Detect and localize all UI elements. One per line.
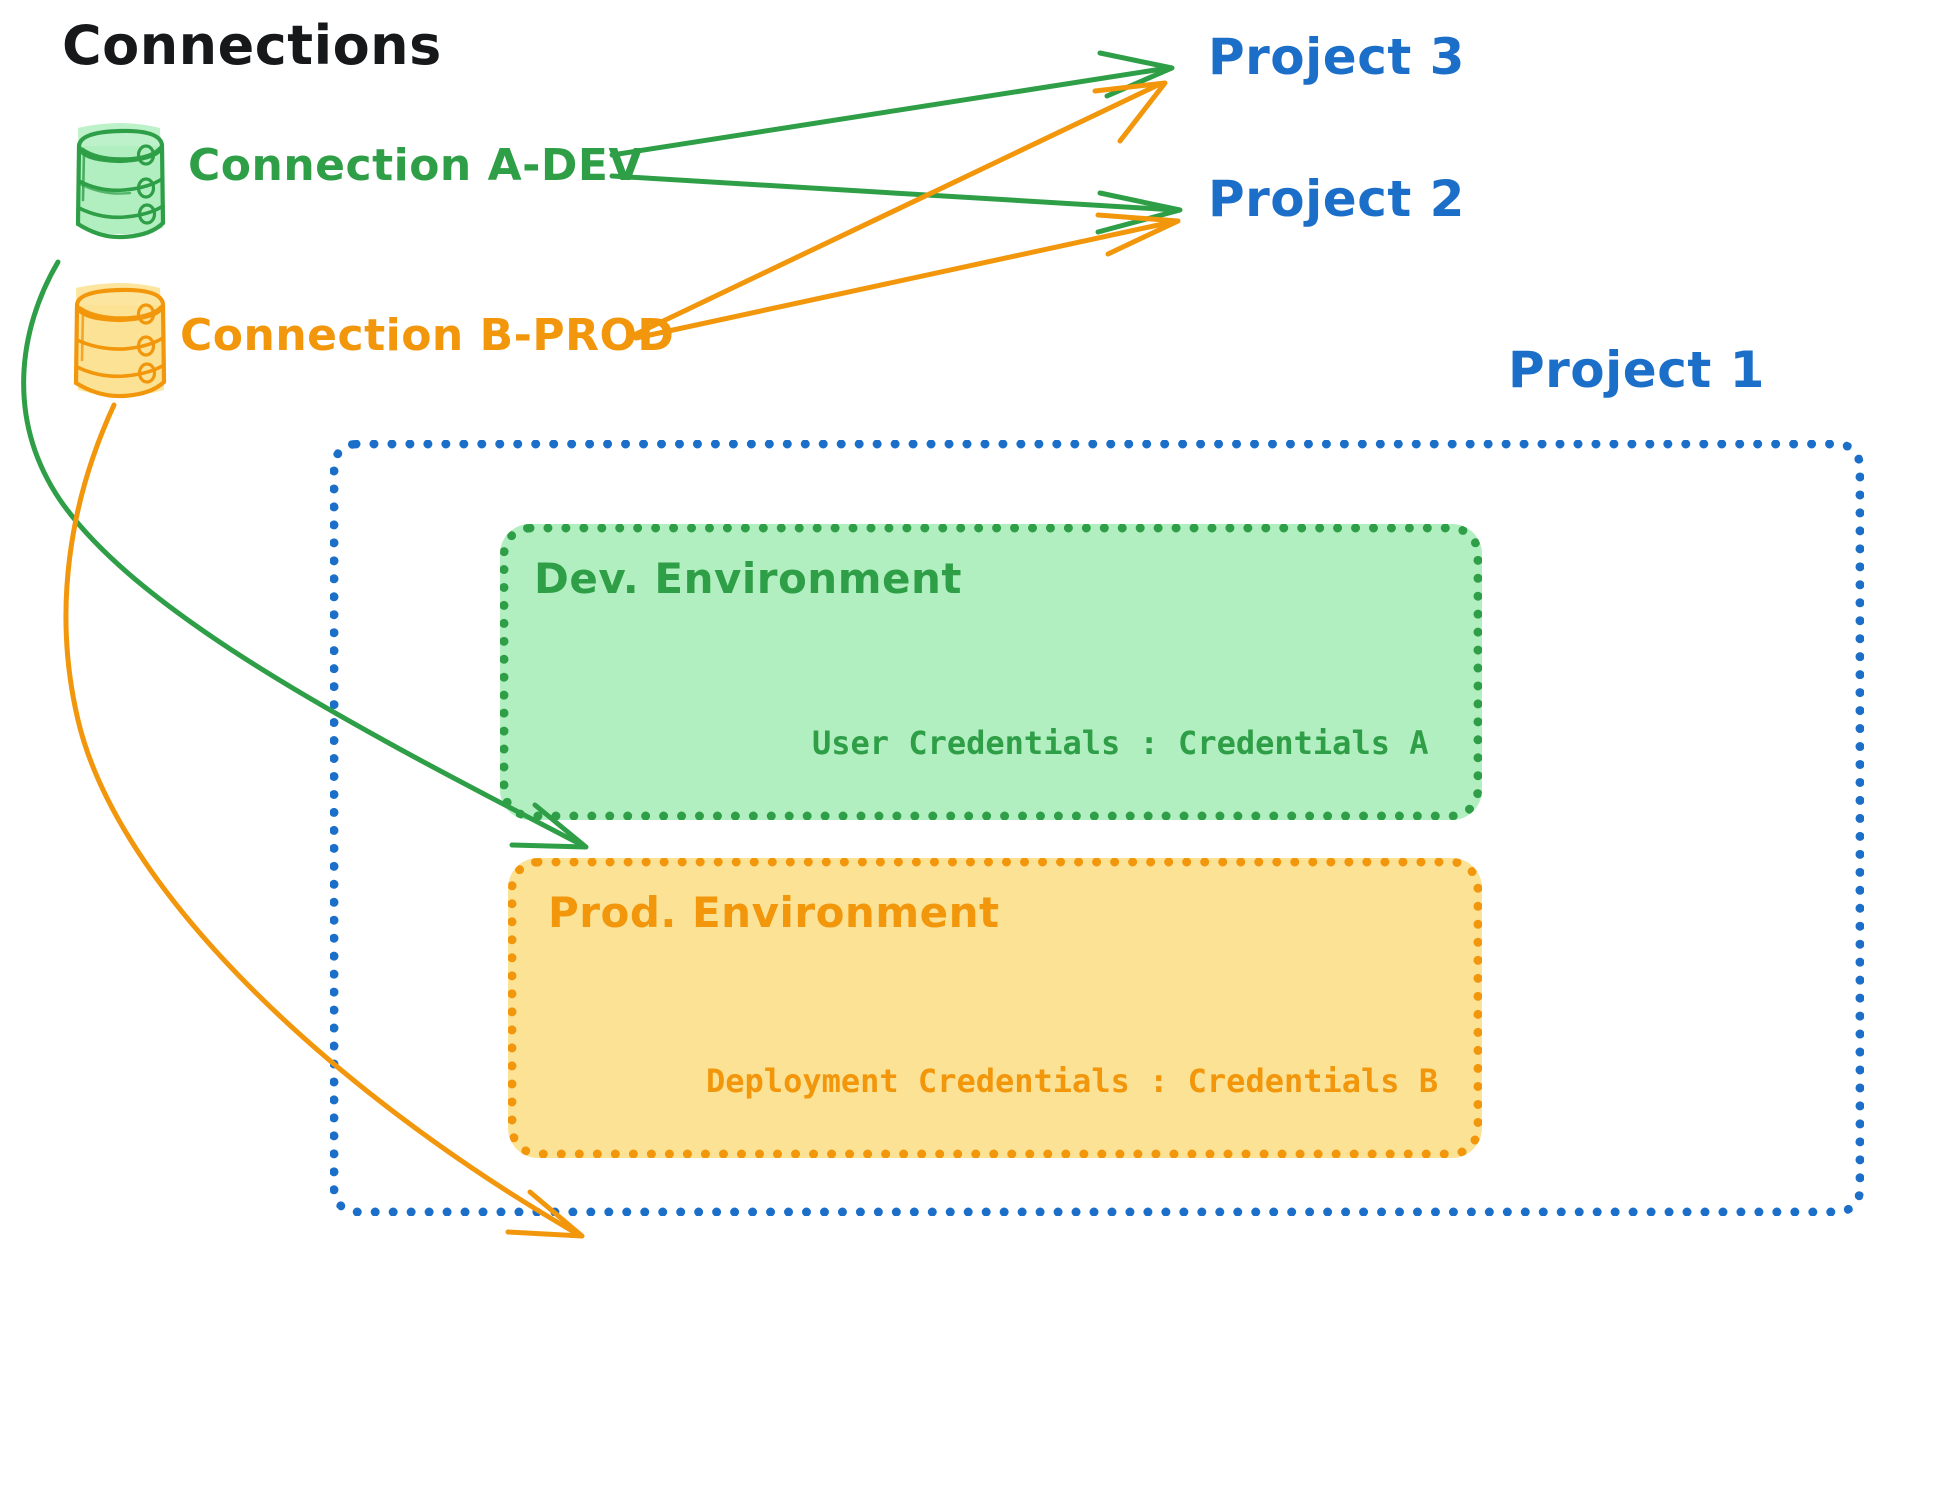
prod-environment-title: Prod. Environment bbox=[548, 888, 1000, 937]
page-title: Connections bbox=[62, 14, 442, 77]
project-1-label[interactable]: Project 1 bbox=[1508, 341, 1765, 399]
dev-environment-box[interactable] bbox=[500, 524, 1482, 820]
edge-conn-b-to-project-2 bbox=[633, 212, 1181, 341]
dev-environment-credentials: User Credentials : Credentials A bbox=[812, 724, 1429, 762]
edge-conn-a-to-dev-environment bbox=[21, 259, 589, 850]
edge-conn-b-to-prod-environment bbox=[63, 402, 585, 1239]
database-icon-orange[interactable] bbox=[73, 283, 167, 399]
connection-a-dev-label[interactable]: Connection A-DEV bbox=[188, 140, 644, 191]
edge-conn-b-to-project-3 bbox=[633, 80, 1168, 337]
prod-environment-box[interactable] bbox=[508, 858, 1482, 1158]
dev-environment-title: Dev. Environment bbox=[534, 554, 962, 603]
connection-b-prod-label[interactable]: Connection B-PROD bbox=[180, 310, 675, 361]
prod-environment-credentials: Deployment Credentials : Credentials B bbox=[706, 1062, 1439, 1100]
project-1-container bbox=[330, 440, 1864, 1216]
project-2-label[interactable]: Project 2 bbox=[1208, 170, 1465, 228]
edge-conn-a-to-project-3 bbox=[609, 50, 1175, 158]
database-icon-green[interactable] bbox=[75, 123, 166, 240]
edge-conn-a-to-project-2 bbox=[609, 173, 1183, 235]
project-3-label[interactable]: Project 3 bbox=[1208, 28, 1465, 86]
